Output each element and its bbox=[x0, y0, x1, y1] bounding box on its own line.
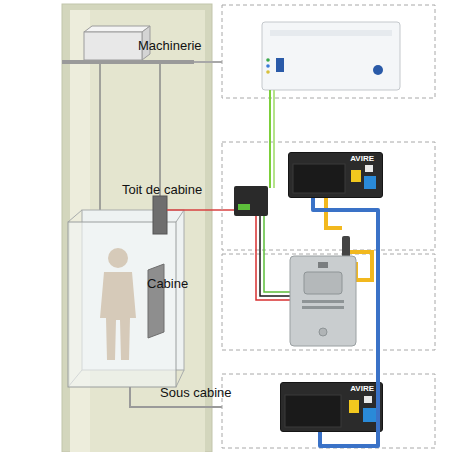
person-head bbox=[108, 248, 128, 268]
black-wire bbox=[260, 216, 290, 296]
cabin-edge bbox=[68, 210, 82, 222]
brand-name: AVIRE bbox=[350, 154, 374, 164]
brand-name: AVIRE bbox=[350, 384, 374, 394]
status-led bbox=[266, 64, 270, 68]
green-wire bbox=[264, 216, 290, 292]
cabin-panel bbox=[148, 264, 164, 338]
interface-box bbox=[234, 186, 268, 216]
zone-frame bbox=[222, 142, 435, 250]
intercom-unit: AVIRE bbox=[280, 382, 383, 432]
cabin-edge bbox=[176, 370, 184, 387]
yellow-cable bbox=[326, 198, 342, 228]
zone-frame bbox=[222, 254, 435, 350]
controller-unit bbox=[262, 22, 400, 90]
leader-line bbox=[194, 61, 222, 63]
status-led bbox=[266, 58, 270, 62]
engraved-line bbox=[302, 306, 344, 309]
engraved-line bbox=[302, 300, 344, 303]
zone-label: Toit de cabine bbox=[122, 182, 202, 198]
brand-logo bbox=[373, 65, 383, 75]
cabin-edge bbox=[176, 210, 184, 222]
machine-box bbox=[84, 32, 142, 60]
roof-device bbox=[153, 196, 167, 234]
cabin-faceplate bbox=[290, 256, 356, 346]
zone-frame bbox=[222, 5, 435, 98]
red-wire bbox=[256, 216, 290, 300]
zone-frame bbox=[222, 374, 435, 448]
intercom-unit: AVIRE bbox=[288, 152, 383, 198]
controller-band bbox=[270, 30, 392, 36]
roof-wire bbox=[167, 209, 234, 211]
controller-button bbox=[276, 58, 284, 72]
hoist-cable bbox=[99, 64, 101, 216]
zone-label: Cabine bbox=[147, 276, 188, 292]
pictogram bbox=[318, 262, 328, 268]
machine-box-top bbox=[84, 26, 150, 32]
status-led bbox=[266, 70, 270, 74]
panel-screw bbox=[319, 328, 327, 336]
zone-label: Machinerie bbox=[138, 38, 202, 54]
zone-label: Sous cabine bbox=[160, 385, 232, 401]
green-wire bbox=[269, 90, 271, 188]
green-wire bbox=[273, 90, 275, 188]
shaft-wall bbox=[62, 4, 212, 452]
person-body bbox=[100, 272, 136, 360]
terminal-block bbox=[238, 204, 250, 210]
speaker-grille bbox=[304, 272, 342, 294]
cabin-front bbox=[68, 222, 176, 387]
hoist-cable bbox=[159, 64, 161, 196]
machine-platform bbox=[62, 60, 194, 64]
